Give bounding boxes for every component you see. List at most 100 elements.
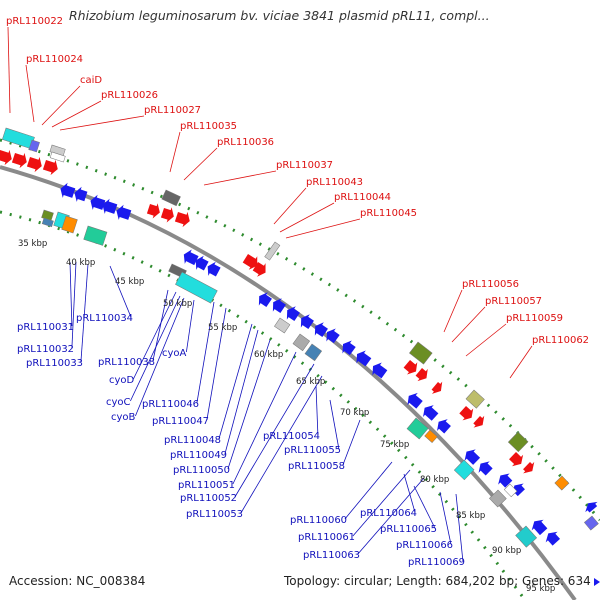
kbp-tick-label: 50 kbp [163, 299, 192, 309]
forward-gene-label: pRL110056 [462, 279, 519, 290]
forward-feature-block [264, 241, 281, 261]
forward-gene-label: pRL110057 [485, 296, 542, 307]
forward-label-leader [273, 187, 307, 225]
forward-feature-block [409, 341, 433, 365]
reverse-label-leader [352, 469, 411, 537]
reverse-gene-arrow [258, 292, 272, 308]
reverse-gene-arrow [326, 328, 340, 344]
reverse-gene-label: pRL110050 [173, 465, 230, 476]
kbp-tick-label: 95 kbp [526, 584, 555, 594]
reverse-label-leader [133, 291, 177, 380]
forward-gene-arrow [459, 406, 474, 421]
reverse-gene-label: pRL110061 [298, 532, 355, 543]
reverse-feature-track [41, 209, 599, 548]
forward-gene-label: pRL110024 [26, 54, 83, 65]
reverse-label-leader [135, 297, 185, 417]
reverse-label-leader [240, 375, 323, 514]
forward-gene-arrow [252, 262, 266, 277]
forward-gene-track [0, 149, 535, 474]
reverse-label-leader [315, 385, 319, 436]
reverse-gene-label: pRL110064 [360, 508, 417, 519]
forward-label-leader [51, 100, 102, 128]
reverse-gene-label: pRL110063 [303, 550, 360, 561]
reverse-gene-labels: pRL110031pRL110032pRL110033pRL110034pRL1… [17, 313, 465, 568]
reverse-gene-label: pRL110058 [288, 461, 345, 472]
forward-gene-arrow [11, 152, 27, 169]
reverse-gene-track [60, 182, 598, 546]
reverse-gene-arrow [545, 531, 561, 546]
kbp-tick-label: 90 kbp [492, 546, 521, 556]
reverse-feature-block [175, 271, 218, 304]
reverse-label-leader [439, 491, 452, 545]
reverse-gene-arrow [183, 249, 199, 266]
reverse-gene-label: pRL110052 [180, 493, 237, 504]
reverse-label-leader [71, 261, 77, 349]
reverse-gene-arrow [407, 392, 423, 409]
forward-label-leader [7, 26, 11, 114]
forward-label-leader [41, 85, 81, 126]
label-leader-lines [7, 26, 533, 562]
reverse-feature-block [583, 515, 599, 531]
forward-gene-arrow [0, 149, 12, 166]
kbp-tick-label: 70 kbp [340, 408, 369, 418]
forward-label-leader [451, 306, 486, 343]
forward-label-leader [509, 345, 533, 379]
forward-feature-block [49, 151, 66, 163]
reverse-gene-arrow [531, 519, 548, 536]
reverse-feature-block [83, 225, 108, 246]
reverse-gene-label: cyoC [106, 397, 131, 408]
reverse-gene-label: pRL110031 [17, 322, 74, 333]
reverse-gene-arrow [90, 194, 106, 210]
forward-gene-arrow [160, 207, 174, 223]
forward-gene-arrow [242, 254, 258, 270]
reverse-gene-label: pRL110053 [186, 509, 243, 520]
kbp-tick-label: 75 kbp [380, 440, 409, 450]
forward-gene-label: pRL110022 [6, 16, 63, 27]
kbp-tick-label: 80 kbp [420, 475, 449, 485]
reverse-gene-arrow [464, 449, 481, 465]
reverse-label-leader [329, 399, 340, 450]
kbp-tick-label: 85 kbp [456, 511, 485, 521]
reverse-feature-block [489, 489, 507, 508]
forward-label-leader [465, 323, 507, 357]
forward-gene-arrow [431, 381, 443, 394]
reverse-label-leader [80, 263, 89, 363]
reverse-label-leader [232, 351, 297, 485]
reverse-gene-label: pRL110049 [170, 450, 227, 461]
reverse-feature-block [503, 483, 518, 498]
reverse-gene-arrow [272, 298, 286, 314]
forward-label-leader [183, 147, 218, 181]
reverse-feature-block [274, 317, 291, 334]
reverse-gene-label: pRL110060 [290, 515, 347, 526]
reverse-label-leader [152, 289, 169, 362]
reverse-gene-label: cyoA [162, 348, 187, 359]
forward-gene-arrow [523, 461, 535, 474]
reverse-feature-block [292, 333, 311, 352]
forward-gene-label: pRL110036 [217, 137, 274, 148]
reverse-gene-label: pRL110046 [142, 399, 199, 410]
reverse-gene-label: pRL110034 [76, 313, 133, 324]
reverse-feature-block [453, 459, 475, 481]
reverse-gene-label: pRL110048 [164, 435, 221, 446]
outer-dotted-ring [0, 138, 600, 521]
reverse-gene-label: cyoB [111, 412, 136, 423]
forward-feature-block [554, 475, 570, 491]
forward-gene-label: pRL110059 [506, 313, 563, 324]
reverse-gene-arrow [60, 182, 76, 198]
reverse-gene-arrow [195, 255, 209, 271]
reverse-label-leader [227, 339, 271, 470]
reverse-feature-block [406, 417, 429, 440]
forward-gene-label: pRL110062 [532, 335, 589, 346]
forward-label-leader [203, 170, 277, 186]
reverse-label-leader [186, 299, 195, 353]
reverse-gene-label: pRL110066 [396, 540, 453, 551]
reverse-label-leader [342, 419, 361, 466]
forward-feature-block [507, 431, 529, 453]
forward-gene-arrow [26, 156, 42, 173]
kbp-tick-label: 60 kbp [254, 350, 283, 360]
forward-gene-label: pRL110026 [101, 90, 158, 101]
forward-gene-arrow [473, 415, 485, 428]
reverse-label-leader [413, 485, 436, 529]
reverse-gene-arrow [207, 261, 221, 277]
